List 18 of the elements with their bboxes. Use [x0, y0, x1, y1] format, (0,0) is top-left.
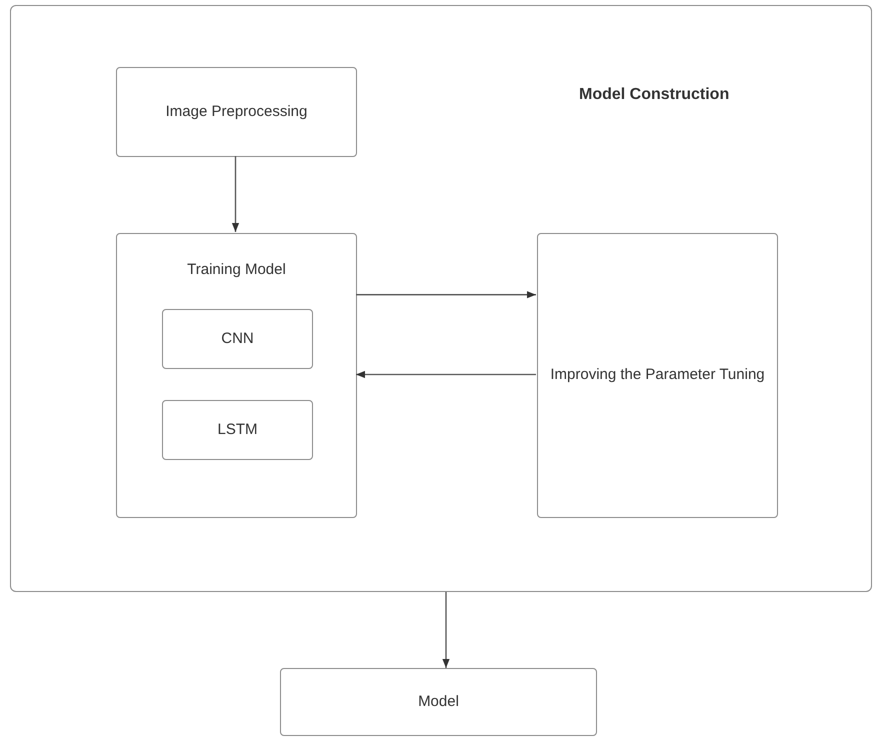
box-label: Improving the Parameter Tuning [550, 365, 765, 386]
arrow [356, 291, 536, 298]
arrow [442, 592, 450, 668]
group-box [116, 233, 357, 518]
process-box [280, 668, 597, 736]
container-panel [10, 5, 872, 592]
arrow [232, 156, 240, 232]
box-label: Model [418, 692, 459, 712]
box-label: Image Preprocessing [166, 102, 308, 122]
process-box [162, 400, 313, 460]
box-label: Training Model [187, 260, 286, 280]
process-box [537, 233, 778, 518]
process-box [162, 309, 313, 369]
box-label: CNN [221, 328, 254, 349]
box-label: LSTM [217, 420, 258, 440]
arrow [356, 370, 536, 378]
process-box [116, 67, 357, 157]
heading: Model Construction [579, 85, 730, 105]
